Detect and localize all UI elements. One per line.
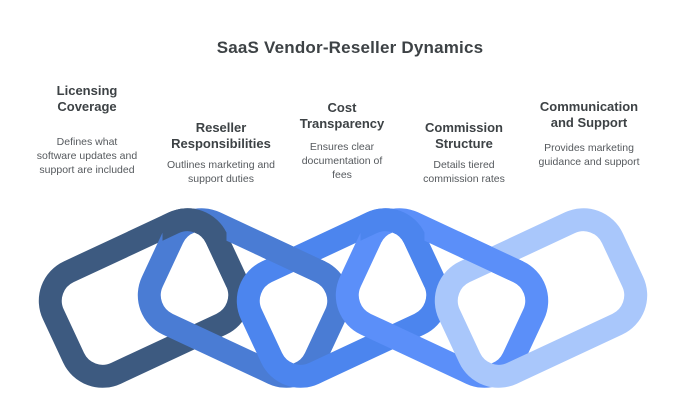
factor-column-licensing-coverage: Licensing Coverage Defines what software…: [17, 83, 157, 177]
factor-heading: Commission Structure: [424, 120, 503, 151]
diagram-title: SaaS Vendor-Reseller Dynamics: [216, 38, 484, 57]
factor-description: Ensures clear documentation of fees: [301, 141, 383, 181]
factor-column-reseller-responsibilities: Reseller Responsibilities Outlines marke…: [151, 120, 291, 186]
factor-description: Provides marketing guidance and support: [538, 142, 640, 168]
factor-heading: Communication and Support: [539, 99, 639, 130]
factor-heading: Licensing Coverage: [56, 83, 118, 114]
factor-description: Outlines marketing and support duties: [167, 159, 275, 185]
factor-column-cost-transparency: Cost Transparency Ensures clear document…: [272, 100, 412, 182]
factor-heading: Reseller Responsibilities: [171, 120, 271, 151]
factor-description: Defines what software updates and suppor…: [36, 136, 138, 176]
factor-description: Details tiered commission rates: [423, 159, 505, 185]
chain-links-graphic: [0, 203, 700, 400]
factor-column-commission-structure: Commission Structure Details tiered comm…: [394, 120, 534, 186]
factor-column-communication-and-support: Communication and Support Provides marke…: [519, 99, 659, 169]
factor-heading: Cost Transparency: [299, 100, 385, 131]
